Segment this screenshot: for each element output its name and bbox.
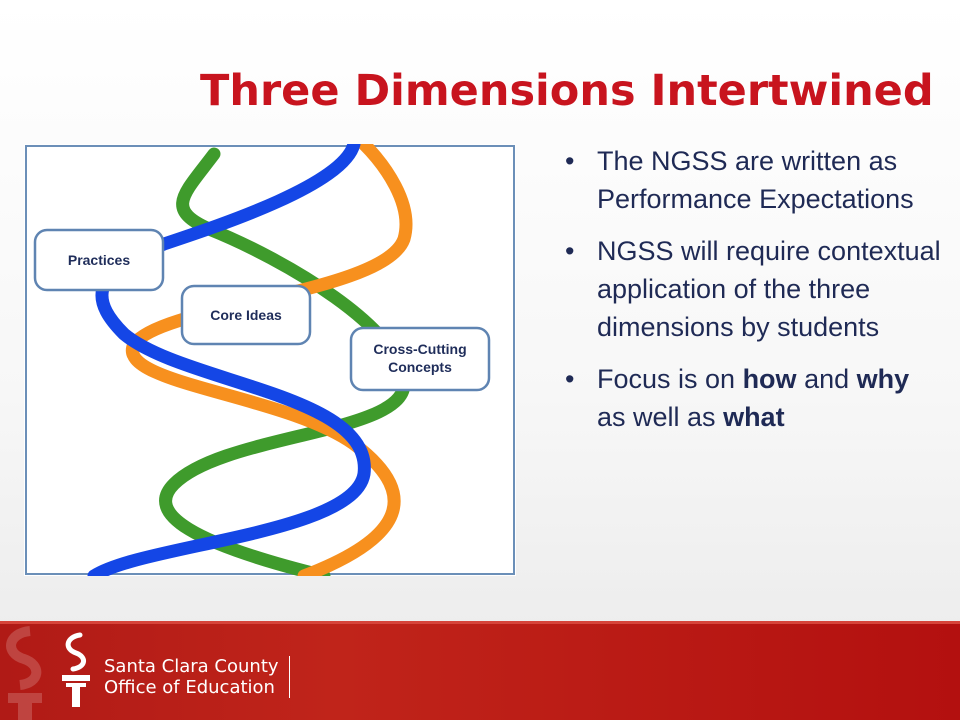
intertwined-strands-graphic: Practices Core Ideas Cross-Cutting Conce… <box>25 144 515 576</box>
orange-strand <box>126 144 413 576</box>
bullet-text: Focus is on how and why as well as what <box>597 364 909 432</box>
footer-bar: Santa Clara County Office of Education <box>0 621 960 720</box>
three-dimensions-diagram: Practices Core Ideas Cross-Cutting Conce… <box>24 144 516 576</box>
bullet-emphasis-how: how <box>742 364 797 394</box>
core-ideas-label: Core Ideas <box>210 307 282 323</box>
bullet-text-part: as well as <box>597 402 724 432</box>
bullet-item: • NGSS will require contextual applicati… <box>565 232 945 346</box>
organization-name: Santa Clara County Office of Education <box>104 656 290 698</box>
practices-box: Practices <box>33 228 165 292</box>
blue-strand <box>87 144 371 576</box>
cross-cutting-label-line1: Cross-Cutting <box>373 341 466 357</box>
torch-logo-icon <box>62 632 90 707</box>
bullet-text-part: Focus is on <box>597 364 743 394</box>
bullet-emphasis-why: why <box>856 364 910 394</box>
torch-watermark-icon <box>6 626 42 720</box>
bullet-dot-icon: • <box>565 236 575 266</box>
core-ideas-box: Core Ideas <box>180 284 312 346</box>
bullet-list: • The NGSS are written as Performance Ex… <box>565 142 945 450</box>
bullet-dot-icon: • <box>565 146 575 176</box>
bullet-text: The NGSS are written as Performance Expe… <box>597 146 914 214</box>
bullet-emphasis-what: what <box>723 402 785 432</box>
footer-top-line <box>0 621 960 624</box>
bullet-text: NGSS will require contextual application… <box>597 236 941 342</box>
cross-cutting-concepts-box: Cross-Cutting Concepts <box>349 326 491 392</box>
bullet-dot-icon: • <box>565 364 575 394</box>
cross-cutting-label-line2: Concepts <box>388 359 452 375</box>
org-line-2: Office of Education <box>104 677 275 698</box>
bullet-text-part: and <box>796 364 857 394</box>
slide-title: Three Dimensions Intertwined <box>200 66 934 116</box>
practices-label: Practices <box>68 252 130 268</box>
org-line-1: Santa Clara County <box>104 656 279 677</box>
bullet-item: • Focus is on how and why as well as wha… <box>565 360 945 436</box>
green-strand <box>159 147 411 576</box>
bullet-item: • The NGSS are written as Performance Ex… <box>565 142 945 218</box>
